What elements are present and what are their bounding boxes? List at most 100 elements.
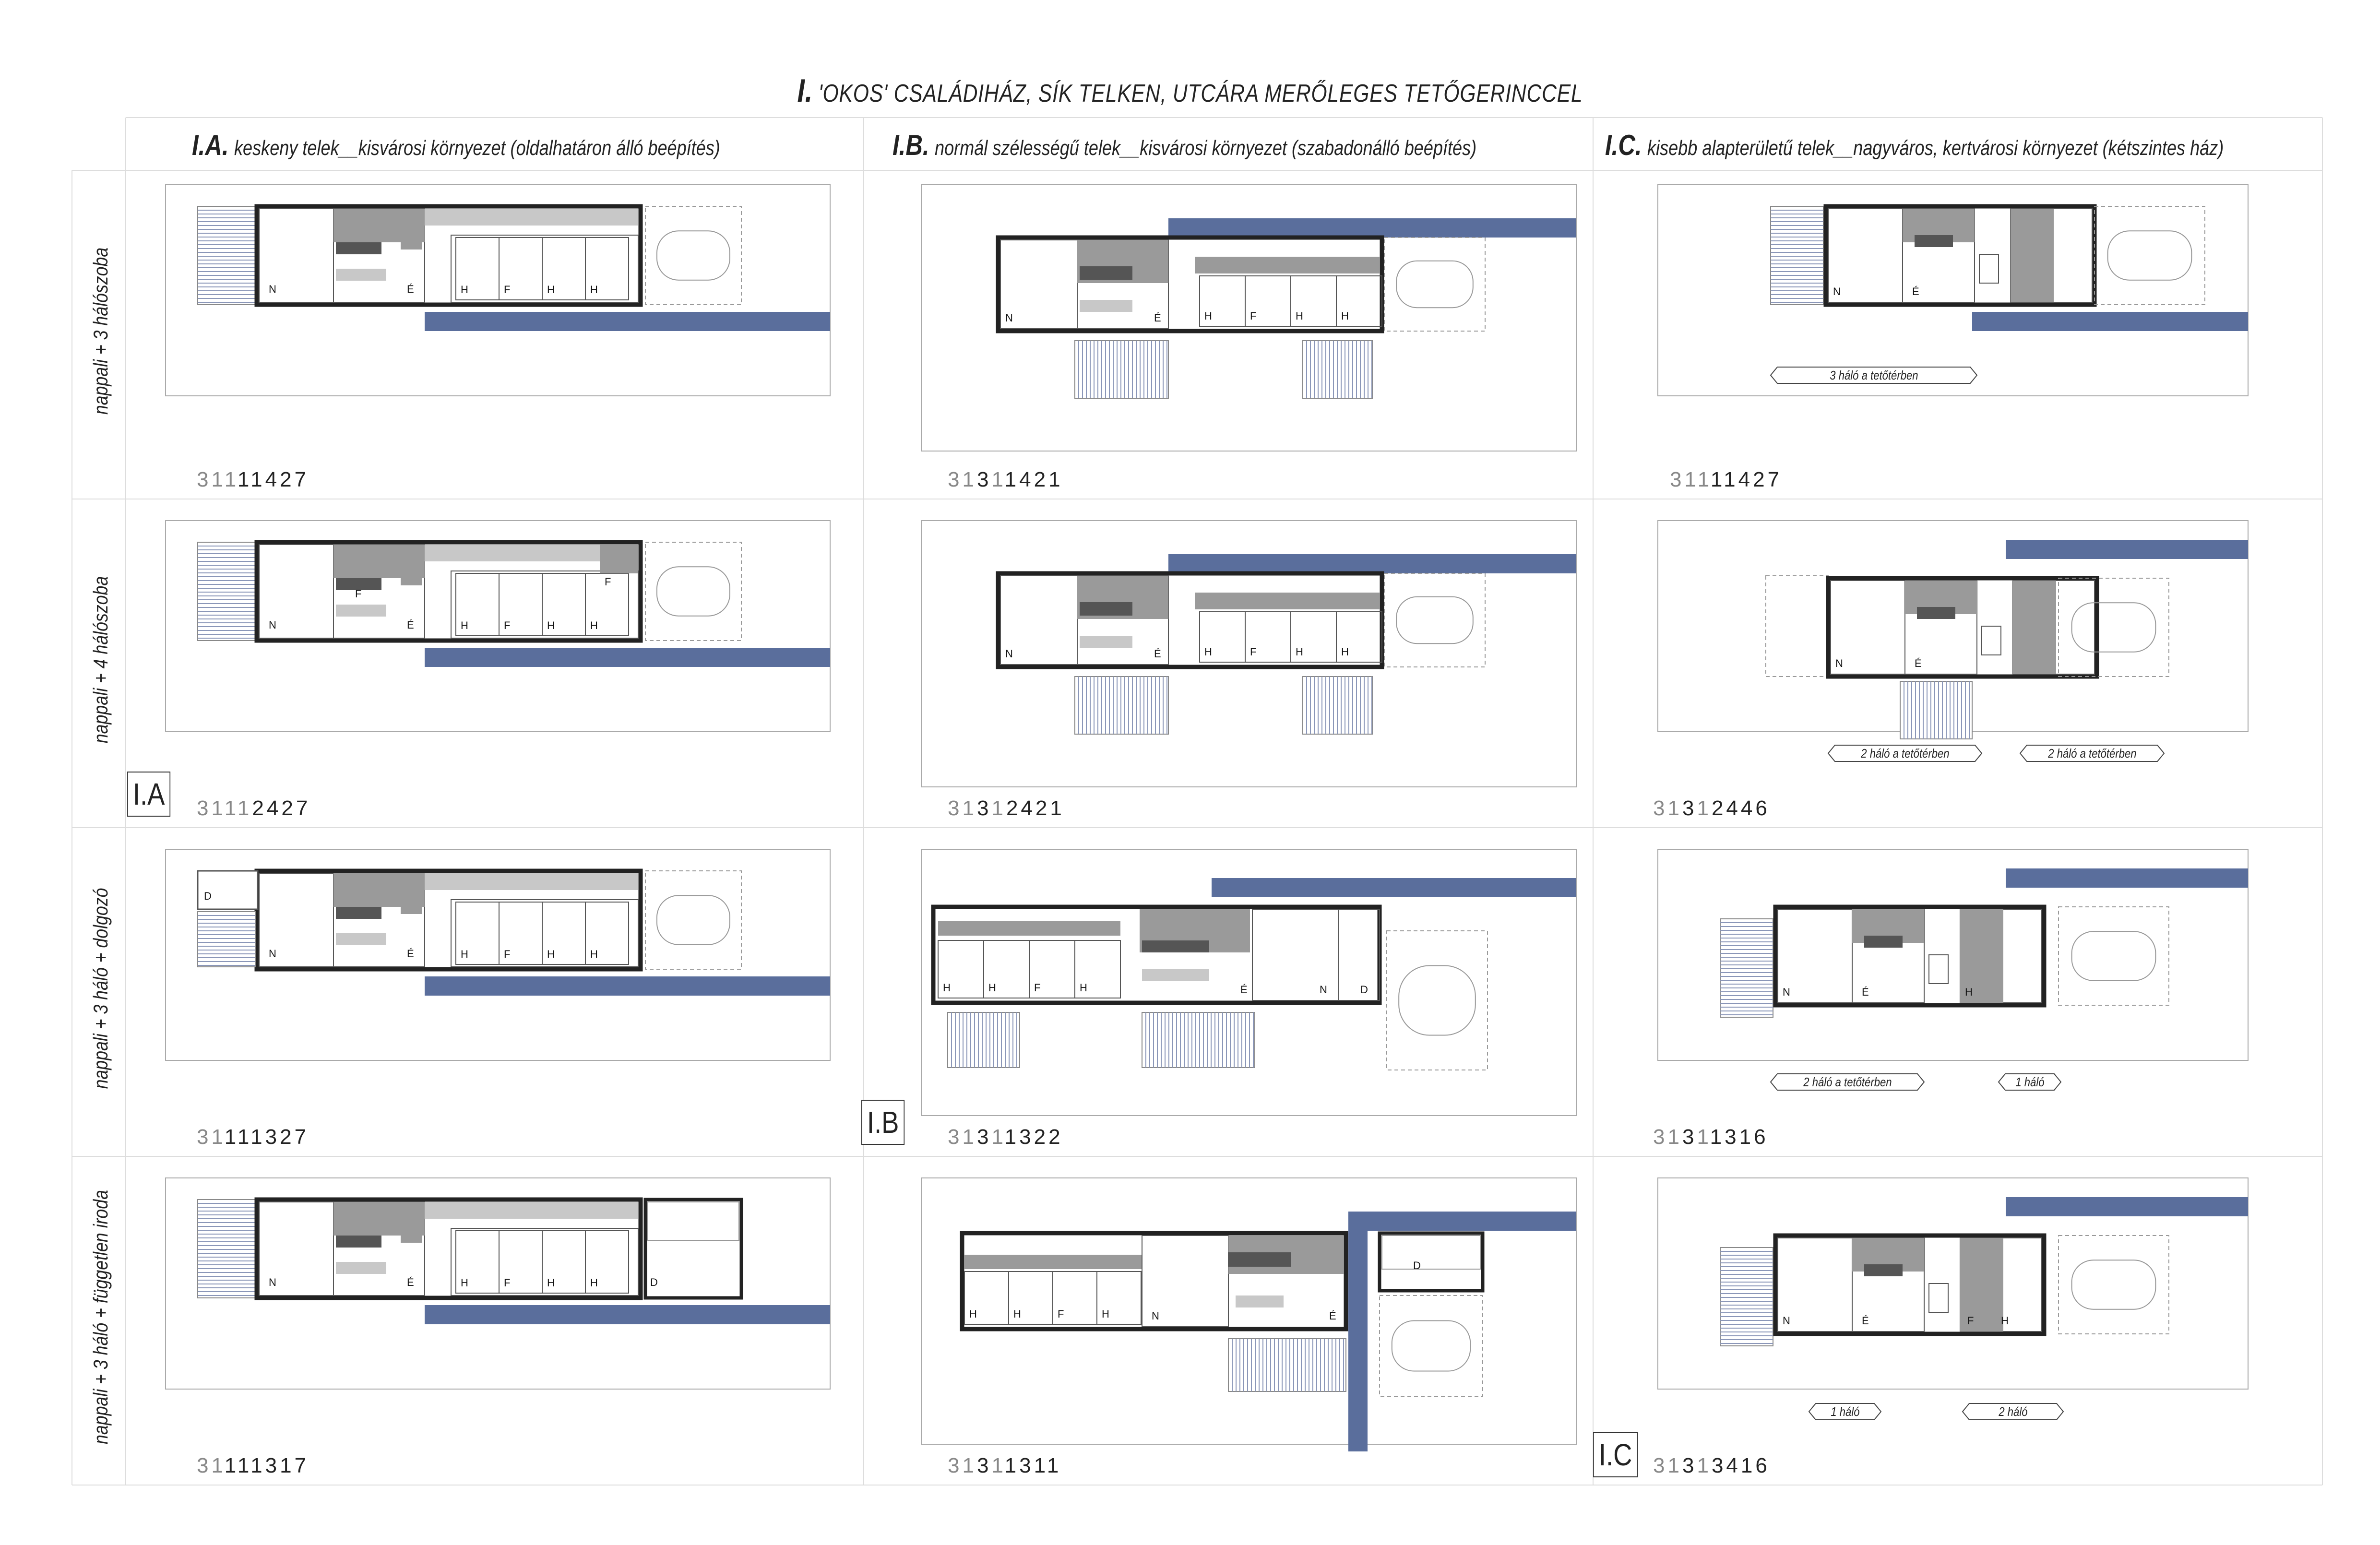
room-label: N bbox=[269, 948, 276, 960]
room-label: H bbox=[969, 1308, 977, 1320]
room-label: F bbox=[504, 284, 511, 296]
plot-outline bbox=[1657, 1177, 2249, 1390]
stair-icon bbox=[1981, 626, 2001, 655]
room-label: H bbox=[461, 619, 468, 631]
room-label: É bbox=[407, 283, 414, 295]
row-label-2: nappali + 4 hálószoba bbox=[89, 576, 112, 744]
room-label: H bbox=[547, 619, 555, 631]
room-label: É bbox=[1329, 1310, 1336, 1322]
room-label: H bbox=[590, 948, 598, 960]
room-label: H bbox=[590, 1277, 598, 1289]
core-block bbox=[336, 907, 381, 919]
street bbox=[1348, 1212, 1368, 1451]
code-r2-ic: 31312446 bbox=[1653, 796, 1770, 820]
plot-outline bbox=[1657, 184, 2249, 396]
carport bbox=[1386, 930, 1488, 1070]
office bbox=[643, 1198, 743, 1300]
room bbox=[451, 1228, 639, 1296]
counter bbox=[1142, 969, 1209, 981]
core-block bbox=[1864, 1264, 1903, 1276]
carport bbox=[2094, 206, 2205, 305]
street bbox=[1212, 878, 1576, 897]
room-label: F bbox=[1250, 310, 1257, 322]
core-block bbox=[336, 578, 381, 590]
core-block bbox=[600, 545, 638, 573]
street bbox=[1168, 554, 1576, 573]
row-label-4: nappali + 3 háló + független iroda bbox=[89, 1190, 112, 1444]
code-r2-ia: 31112427 bbox=[197, 796, 311, 820]
room-label: H bbox=[1965, 986, 1973, 998]
room-label: H bbox=[1204, 310, 1212, 322]
corridor bbox=[1195, 593, 1380, 609]
room-label: H bbox=[590, 284, 598, 296]
room-label: D bbox=[1413, 1260, 1421, 1272]
core-block bbox=[1960, 909, 2003, 1003]
note-pill: 1 háló bbox=[1808, 1403, 1882, 1420]
column-number: I.C. bbox=[1605, 129, 1642, 161]
room bbox=[451, 235, 639, 303]
carport bbox=[1384, 237, 1486, 332]
room-label: F bbox=[1058, 1308, 1064, 1320]
car-outline-icon bbox=[656, 895, 730, 945]
plot-outline bbox=[921, 184, 1577, 452]
room bbox=[1096, 1271, 1142, 1325]
corridor bbox=[425, 873, 638, 890]
room-label: N bbox=[1320, 984, 1327, 996]
terrace bbox=[1720, 1247, 1773, 1346]
tag-ib: I.B bbox=[861, 1100, 905, 1145]
car-outline-icon bbox=[656, 566, 730, 617]
core-block bbox=[2011, 209, 2054, 302]
room-label: H bbox=[943, 982, 951, 994]
corridor bbox=[938, 921, 1120, 936]
room-label: N bbox=[269, 619, 276, 631]
core-block bbox=[401, 209, 422, 250]
core-block bbox=[336, 1236, 381, 1248]
terrace bbox=[197, 206, 256, 305]
plot-outline bbox=[165, 849, 831, 1061]
core-block bbox=[1915, 235, 1953, 247]
room-label: H bbox=[1341, 646, 1349, 658]
carport bbox=[645, 870, 742, 970]
core-block bbox=[336, 242, 381, 254]
room bbox=[1336, 611, 1382, 663]
street bbox=[425, 312, 830, 331]
plot-outline bbox=[921, 849, 1577, 1116]
counter bbox=[1080, 636, 1132, 648]
car-outline-icon bbox=[2071, 931, 2156, 981]
car-outline-icon bbox=[1396, 596, 1474, 644]
room-label: H bbox=[461, 284, 468, 296]
plot-outline bbox=[921, 520, 1577, 787]
room bbox=[585, 902, 629, 965]
core-block bbox=[1917, 607, 1955, 619]
corridor bbox=[1195, 257, 1380, 273]
street bbox=[1168, 218, 1576, 238]
room bbox=[585, 237, 629, 300]
room-label: F bbox=[504, 1277, 511, 1289]
note-pill: 2 háló a tetőtérben bbox=[2019, 745, 2165, 762]
carport bbox=[1379, 1295, 1483, 1397]
column-header-ic: I.C.kisebb alapterületű telek__nagyváros… bbox=[1605, 129, 2224, 162]
room-label: F bbox=[1250, 646, 1257, 658]
room-label: H bbox=[1341, 310, 1349, 322]
code-r3-ic: 31311316 bbox=[1653, 1125, 1769, 1149]
street bbox=[1972, 312, 2248, 331]
plot-outline bbox=[165, 184, 831, 396]
car-outline-icon bbox=[2071, 1260, 2156, 1310]
room-label: H bbox=[547, 1277, 555, 1289]
stair-icon bbox=[1979, 254, 1999, 284]
room-label: N bbox=[1005, 312, 1013, 324]
room bbox=[1338, 909, 1380, 1001]
terrace bbox=[197, 1199, 256, 1298]
room-label: H bbox=[547, 948, 555, 960]
room bbox=[1381, 1235, 1481, 1270]
core-block bbox=[1080, 602, 1132, 616]
room-label: É bbox=[1912, 285, 1919, 297]
column-header-ib: I.B.normál szélességű telek__kisvárosi k… bbox=[892, 129, 1476, 162]
room-label: N bbox=[1835, 657, 1843, 669]
plot-outline bbox=[1657, 849, 2249, 1061]
house-wall bbox=[960, 1231, 1348, 1331]
tag-ia: I.A bbox=[127, 772, 171, 817]
street bbox=[2006, 1197, 2248, 1216]
room-label: F bbox=[504, 619, 511, 631]
title-text: 'OKOS' CSALÁDIHÁZ, SÍK TELKEN, UTCÁRA ME… bbox=[818, 80, 1583, 107]
